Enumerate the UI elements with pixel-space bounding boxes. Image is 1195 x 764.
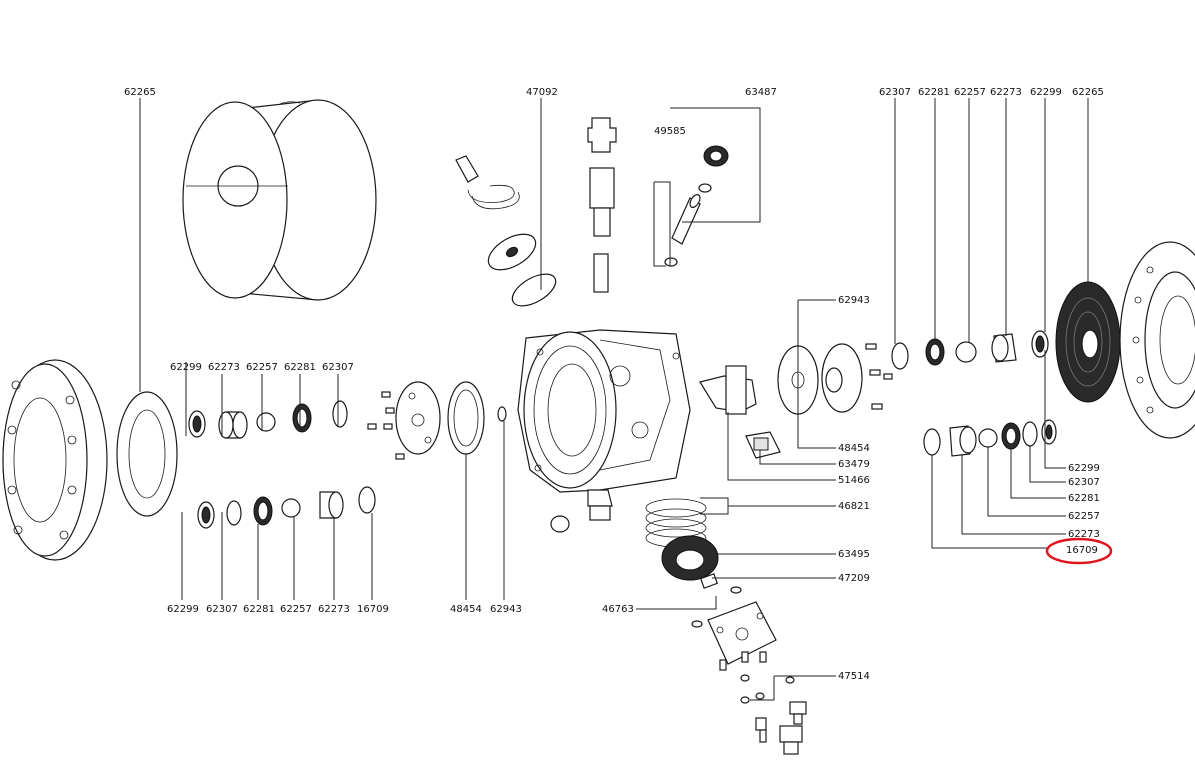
part-label: 62943 xyxy=(490,604,522,615)
parts-layer xyxy=(2,99,1195,755)
part-label: 62281 xyxy=(1068,493,1100,504)
small-parts-lower xyxy=(691,573,742,628)
part-label: 62265 xyxy=(124,87,156,98)
part-label: 62257 xyxy=(280,604,312,615)
left-gasket xyxy=(116,391,178,517)
lower-cover-plate xyxy=(707,601,777,671)
right-upper-seals xyxy=(891,330,1049,370)
part-label: 62299 xyxy=(1068,463,1100,474)
part-label: 62257 xyxy=(246,362,278,373)
left-cover-plate xyxy=(395,381,441,455)
part-label: 16709 xyxy=(357,604,389,615)
left-cover-bolts xyxy=(367,391,405,460)
crank-block xyxy=(699,365,781,459)
part-label: 62307 xyxy=(206,604,238,615)
part-label: 62943 xyxy=(838,295,870,306)
part-label: 62273 xyxy=(1068,529,1100,540)
part-label: 46763 xyxy=(602,604,634,615)
part-label: 62281 xyxy=(243,604,275,615)
leader-lines xyxy=(139,98,1089,701)
right-lower-seals xyxy=(923,419,1057,457)
part-label: 63495 xyxy=(838,549,870,560)
left-flange xyxy=(2,359,108,561)
part-label: 46821 xyxy=(838,501,870,512)
top-middle-parts xyxy=(455,155,557,307)
part-label: 62307 xyxy=(879,87,911,98)
part-label: 62273 xyxy=(318,604,350,615)
part-label: 47209 xyxy=(838,573,870,584)
part-label: 51466 xyxy=(838,475,870,486)
part-label: 49585 xyxy=(654,126,686,137)
part-label: 62273 xyxy=(208,362,240,373)
part-label: 63487 xyxy=(745,87,777,98)
part-label: 62299 xyxy=(1030,87,1062,98)
part-label: 62273 xyxy=(990,87,1022,98)
central-housing xyxy=(517,329,691,533)
vertical-shaft-parts xyxy=(587,117,617,293)
part-label: 47092 xyxy=(526,87,558,98)
part-label: 62281 xyxy=(284,362,316,373)
part-label: 62281 xyxy=(918,87,950,98)
part-label: 16709 xyxy=(1066,545,1098,556)
highlight-circle xyxy=(1045,537,1113,565)
part-label: 62265 xyxy=(1072,87,1104,98)
part-label: 62257 xyxy=(1068,511,1100,522)
part-label: 62307 xyxy=(1068,477,1100,488)
pin-assembly xyxy=(664,145,729,267)
gear-63495 xyxy=(661,535,719,581)
part-label: 48454 xyxy=(838,443,870,454)
right-center-cover xyxy=(777,343,893,415)
left-lower-seals xyxy=(197,486,376,529)
part-label: 63479 xyxy=(838,459,870,470)
cylinder-sleeve xyxy=(182,99,377,301)
bottom-bolts xyxy=(740,674,807,755)
part-label: 48454 xyxy=(450,604,482,615)
part-label: 62257 xyxy=(954,87,986,98)
part-labels: 62265 47092 63487 49585 62307 62281 6225… xyxy=(124,87,1104,682)
left-gasket-48454 xyxy=(447,381,485,455)
right-gasket xyxy=(1055,281,1121,403)
right-flange xyxy=(1119,241,1195,439)
part-label: 62307 xyxy=(322,362,354,373)
small-o-ring-left xyxy=(497,406,507,422)
part-label: 62299 xyxy=(170,362,202,373)
left-upper-seals xyxy=(188,400,348,439)
part-label: 47514 xyxy=(838,671,870,682)
part-label: 62299 xyxy=(167,604,199,615)
